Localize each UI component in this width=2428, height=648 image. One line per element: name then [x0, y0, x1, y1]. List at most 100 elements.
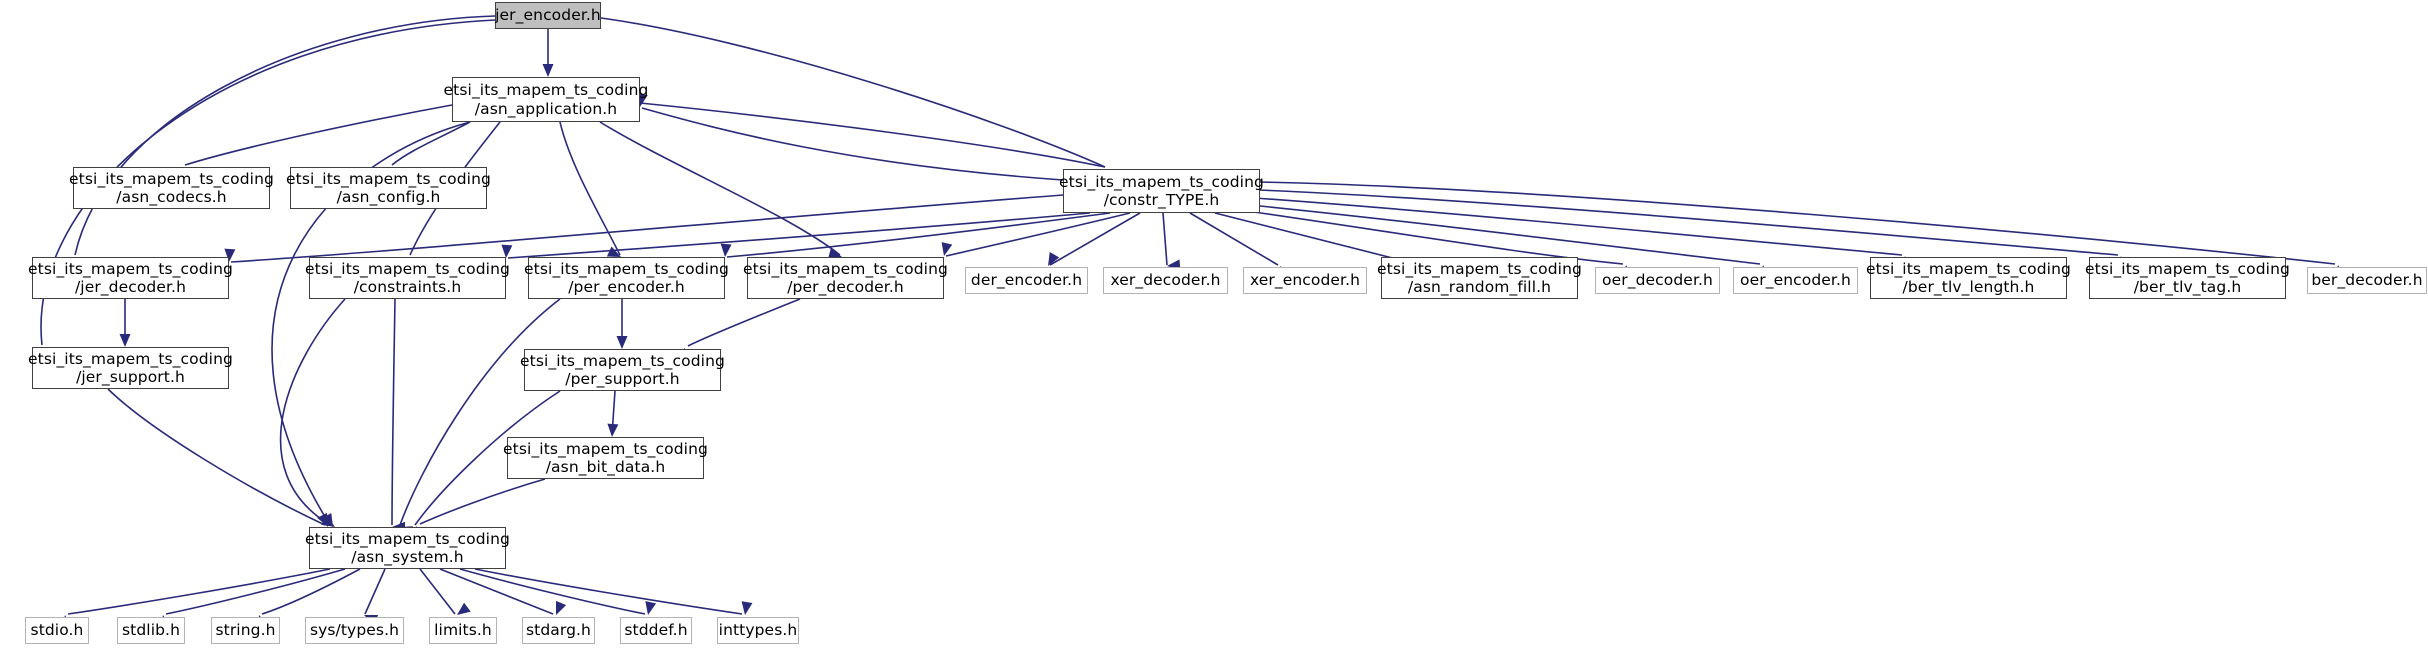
node-jer_encoder[interactable]: jer_encoder.h [495, 2, 601, 29]
edge-arrowhead [741, 601, 753, 615]
edge-constraints-to-asn_system [391, 298, 396, 526]
node-asn_system[interactable]: etsi_its_mapem_ts_coding /asn_system.h [305, 527, 510, 569]
edge-arrowhead [720, 243, 732, 257]
node-ber_tlv_tag[interactable]: etsi_its_mapem_ts_coding /ber_tlv_tag.h [2085, 257, 2290, 299]
edge-jer_encoder-to-jer_decoder [74, 15, 496, 256]
node-label: etsi_its_mapem_ts_coding /asn_applicatio… [443, 81, 649, 118]
node-label: etsi_its_mapem_ts_coding /constraints.h [305, 259, 510, 296]
node-der_encoder[interactable]: der_encoder.h [965, 267, 1088, 294]
node-jer_decoder[interactable]: etsi_its_mapem_ts_coding /jer_decoder.h [28, 257, 233, 299]
edge-constr_TYPE-to-der_encoder [1049, 212, 1141, 266]
edge-jer_support-to-asn_system [107, 388, 326, 526]
node-label: etsi_its_mapem_ts_coding /per_support.h [520, 351, 725, 388]
edge-asn_system-to-stddef [459, 568, 646, 615]
node-label: etsi_its_mapem_ts_coding /ber_tlv_length… [1866, 259, 2071, 296]
edge-asn_system-to-stdarg [439, 568, 554, 615]
node-per_encoder[interactable]: etsi_its_mapem_ts_coding /per_encoder.h [524, 257, 729, 299]
node-label: etsi_its_mapem_ts_coding /per_encoder.h [524, 259, 729, 296]
node-label: etsi_its_mapem_ts_coding /jer_decoder.h [28, 259, 233, 296]
node-constraints[interactable]: etsi_its_mapem_ts_coding /constraints.h [305, 257, 510, 299]
node-per_decoder[interactable]: etsi_its_mapem_ts_coding /per_decoder.h [743, 257, 948, 299]
edge-constr_TYPE-to-constraints [507, 212, 1091, 259]
edge-arrowhead [607, 423, 619, 437]
node-label: limits.h [434, 621, 492, 640]
node-label: etsi_its_mapem_ts_coding /per_decoder.h [743, 259, 948, 296]
edge-asn_bit_data-to-asn_system [419, 478, 546, 525]
node-inttypes[interactable]: inttypes.h [717, 617, 799, 644]
node-label: etsi_its_mapem_ts_coding /jer_support.h [28, 349, 233, 386]
edge-asn_application-to-asn_codecs [184, 104, 453, 166]
node-stdarg[interactable]: stdarg.h [522, 617, 595, 644]
edge-arrowhead [556, 600, 567, 615]
node-label: stdarg.h [526, 621, 591, 640]
edge-asn_system-to-limits [419, 568, 456, 615]
node-label: der_encoder.h [970, 271, 1083, 290]
node-ber_decoder[interactable]: ber_decoder.h [2307, 267, 2427, 294]
node-stdio[interactable]: stdio.h [25, 617, 89, 644]
edge-constr_TYPE-to-per_encoder [726, 212, 1111, 258]
node-label: etsi_its_mapem_ts_coding /asn_random_fil… [1377, 259, 1582, 296]
node-jer_support[interactable]: etsi_its_mapem_ts_coding /jer_support.h [28, 347, 233, 389]
edge-asn_application-to-asn_config [391, 121, 471, 166]
edge-constr_TYPE-to-xer_decoder [1162, 212, 1168, 266]
edge-constr_TYPE-to-xer_encoder [1189, 212, 1279, 266]
node-label: etsi_its_mapem_ts_coding /asn_codecs.h [69, 169, 274, 206]
node-label: sys/types.h [309, 621, 400, 640]
edge-per_encoder-to-asn_system [399, 298, 561, 526]
edge-constr_TYPE-to-oer_decoder [1239, 209, 1624, 265]
node-label: stdlib.h [122, 621, 180, 640]
node-label: stdio.h [30, 621, 84, 640]
edge-asn_system-to-systypes [364, 568, 386, 615]
edge-constr_TYPE-to-ber_decoder [1257, 181, 2336, 265]
edge-asn_application-to-per_encoder [559, 121, 621, 256]
node-label: string.h [215, 621, 276, 640]
node-asn_bit_data[interactable]: etsi_its_mapem_ts_coding /asn_bit_data.h [503, 437, 708, 479]
edge-constr_TYPE-to-per_decoder [945, 212, 1131, 257]
node-xer_decoder[interactable]: xer_decoder.h [1103, 267, 1228, 294]
edge-jer_encoder-to-constr_TYPE [600, 17, 1106, 168]
node-stdlib[interactable]: stdlib.h [117, 617, 185, 644]
node-oer_encoder[interactable]: oer_encoder.h [1733, 267, 1858, 294]
node-asn_random_fill[interactable]: etsi_its_mapem_ts_coding /asn_random_fil… [1377, 257, 1582, 299]
node-oer_decoder[interactable]: oer_decoder.h [1595, 267, 1720, 294]
node-xer_encoder[interactable]: xer_encoder.h [1243, 267, 1367, 294]
node-label: etsi_its_mapem_ts_coding /ber_tlv_tag.h [2085, 259, 2290, 296]
node-label: oer_encoder.h [1740, 271, 1851, 290]
node-limits[interactable]: limits.h [429, 617, 497, 644]
node-stddef[interactable]: stddef.h [620, 617, 692, 644]
node-asn_config[interactable]: etsi_its_mapem_ts_coding /asn_config.h [286, 167, 491, 209]
node-label: etsi_its_mapem_ts_coding /asn_system.h [305, 529, 510, 566]
node-label: etsi_its_mapem_ts_coding /asn_bit_data.h [503, 439, 708, 476]
edge-asn_system-to-inttypes [474, 568, 743, 615]
node-string[interactable]: string.h [211, 617, 280, 644]
edge-asn_application-to-per_decoder [599, 121, 841, 256]
edge-arrowhead [616, 336, 628, 349]
edge-asn_system-to-stdio [67, 568, 331, 615]
edge-arrowhead [645, 601, 657, 615]
node-label: ber_decoder.h [2311, 271, 2423, 290]
edge-constr_TYPE-to-ber_tlv_tag [1257, 189, 2119, 256]
node-systypes[interactable]: sys/types.h [305, 617, 404, 644]
node-label: etsi_its_mapem_ts_coding /constr_TYPE.h [1059, 172, 1264, 209]
node-label: xer_encoder.h [1249, 271, 1361, 290]
node-asn_application[interactable]: etsi_its_mapem_ts_coding /asn_applicatio… [444, 77, 648, 122]
edge-constr_TYPE-to-oer_encoder [1249, 204, 1761, 265]
edge-arrowhead [941, 242, 953, 256]
edge-constr_TYPE-to-asn_application [641, 107, 1064, 181]
edge-arrowhead [542, 64, 554, 77]
node-per_support[interactable]: etsi_its_mapem_ts_coding /per_support.h [520, 349, 725, 391]
edge-asn_system-to-string [261, 568, 361, 615]
node-label: xer_decoder.h [1110, 271, 1221, 290]
edge-per_decoder-to-per_support [687, 298, 801, 347]
node-label: jer_encoder.h [495, 6, 601, 25]
node-label: stddef.h [624, 621, 688, 640]
edge-asn_application-to-constr_TYPE [639, 102, 1106, 168]
node-label: oer_decoder.h [1602, 271, 1713, 290]
edge-asn_system-to-stdlib [165, 568, 346, 615]
edge-constr_TYPE-to-ber_tlv_length [1254, 197, 1903, 256]
node-asn_codecs[interactable]: etsi_its_mapem_ts_coding /asn_codecs.h [69, 167, 274, 209]
node-ber_tlv_length[interactable]: etsi_its_mapem_ts_coding /ber_tlv_length… [1866, 257, 2071, 299]
node-label: etsi_its_mapem_ts_coding /asn_config.h [286, 169, 491, 206]
node-constr_TYPE[interactable]: etsi_its_mapem_ts_coding /constr_TYPE.h [1059, 169, 1264, 213]
